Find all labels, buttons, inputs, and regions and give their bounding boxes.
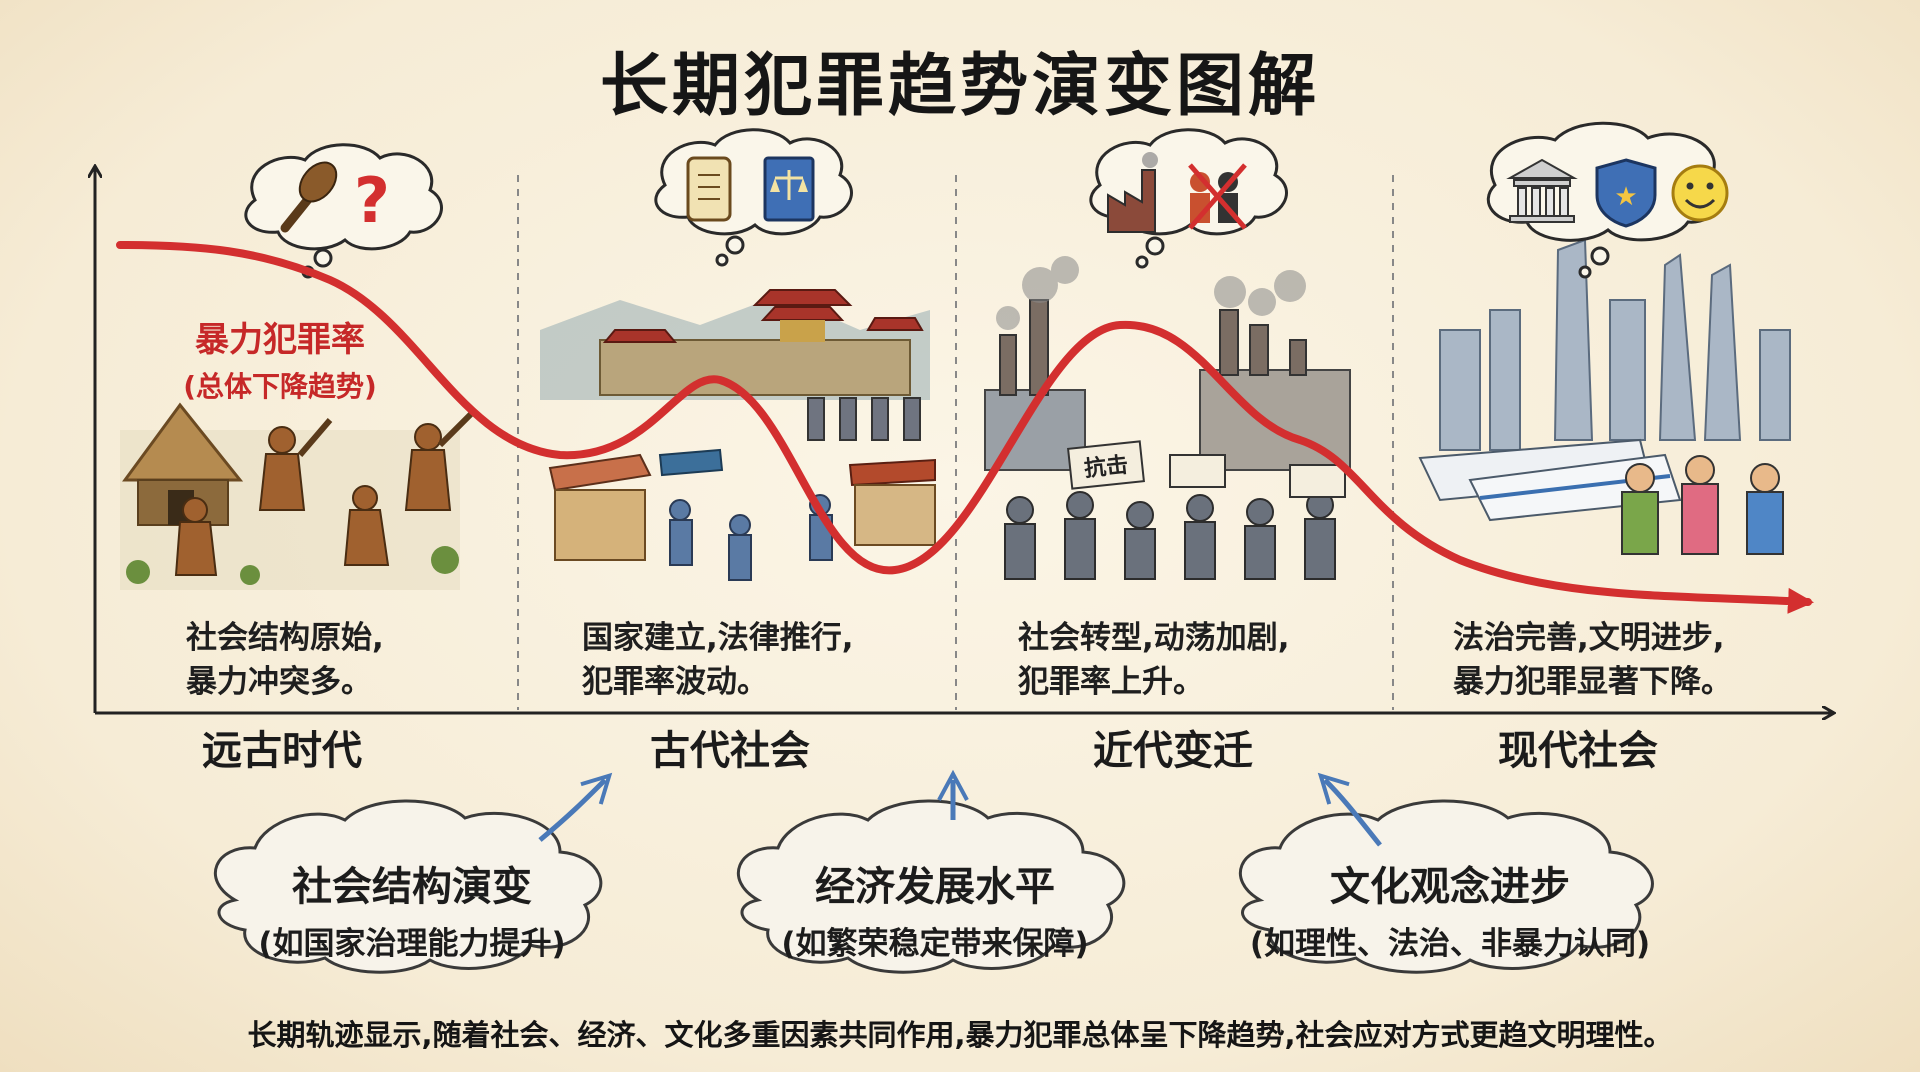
- factor-subtitle: (如国家治理能力提升): [258, 926, 566, 962]
- era-description-line: 社会结构原始,: [186, 620, 384, 656]
- courthouse-icon: [1506, 158, 1578, 223]
- page-title: 长期犯罪趋势演变图解: [599, 47, 1320, 126]
- trend-label: 暴力犯罪率 (总体下降趋势): [150, 312, 410, 405]
- industrial-scene: 抗击: [984, 256, 1351, 580]
- era-description-line: 国家建立,法律推行,: [582, 620, 854, 656]
- question-mark-icon: ?: [354, 164, 390, 237]
- svg-text:★: ★: [1614, 182, 1637, 212]
- era-description: 社会转型,动荡加剧, 犯罪率上升。: [1018, 616, 1458, 704]
- factor-subtitle: (如繁荣稳定带来保障): [781, 926, 1089, 962]
- era-label: 古代社会: [650, 728, 810, 774]
- era-label: 远古时代: [202, 728, 362, 774]
- trend-label-subtitle: (总体下降趋势): [183, 370, 377, 403]
- era-description: 法治完善,文明进步, 暴力犯罪显著下降。: [1453, 616, 1893, 704]
- factor-social: 社会结构演变 (如国家治理能力提升): [232, 854, 592, 963]
- factor-arrow: [1317, 772, 1382, 847]
- factor-arrow: [538, 772, 613, 842]
- era-description-line: 法治完善,文明进步,: [1453, 620, 1725, 656]
- factor-title: 经济发展水平: [815, 864, 1055, 910]
- factor-title: 文化观念进步: [1330, 864, 1570, 910]
- scroll-icon: [686, 156, 732, 222]
- era-description: 国家建立,法律推行, 犯罪率波动。: [582, 616, 1022, 704]
- era-description-line: 暴力犯罪显著下降。: [1453, 664, 1732, 700]
- club-icon: [280, 161, 338, 233]
- era-description-line: 社会转型,动荡加剧,: [1018, 620, 1290, 656]
- protest-sign-text: 抗击: [1083, 452, 1129, 482]
- ancient-scene: [540, 289, 936, 581]
- era-label: 近代变迁: [1093, 728, 1253, 774]
- violent-crime-trend-line: [116, 241, 1814, 614]
- era-label: 现代社会: [1498, 728, 1658, 774]
- factor-title: 社会结构演变: [292, 864, 532, 910]
- police-badge-icon: ★: [1595, 158, 1657, 228]
- svg-text:?: ?: [354, 164, 390, 237]
- factor-cloud: [213, 799, 1654, 974]
- era-description-line: 犯罪率上升。: [1018, 664, 1204, 700]
- era-description: 社会结构原始, 暴力冲突多。: [186, 616, 626, 704]
- thought-cloud: [244, 121, 1726, 279]
- era-description-line: 犯罪率波动。: [582, 664, 768, 700]
- city-scene: [1418, 238, 1791, 555]
- primitive-scene: [120, 402, 478, 590]
- factory-icon: [1107, 152, 1158, 233]
- smiley-icon: [1671, 164, 1729, 222]
- factor-economic: 经济发展水平 (如繁荣稳定带来保障): [755, 854, 1115, 963]
- law-book-icon: [763, 156, 815, 222]
- factor-subtitle: (如理性、法治、非暴力认同): [1249, 926, 1651, 962]
- footer-summary: 长期轨迹显示,随着社会、经济、文化多重因素共同作用,暴力犯罪总体呈下降趋势,社会…: [247, 1018, 1673, 1052]
- era-description-line: 暴力冲突多。: [186, 664, 372, 700]
- factor-cultural: 文化观念进步 (如理性、法治、非暴力认同): [1240, 854, 1660, 963]
- trend-label-title: 暴力犯罪率: [195, 320, 365, 360]
- riot-icon: [1188, 163, 1247, 230]
